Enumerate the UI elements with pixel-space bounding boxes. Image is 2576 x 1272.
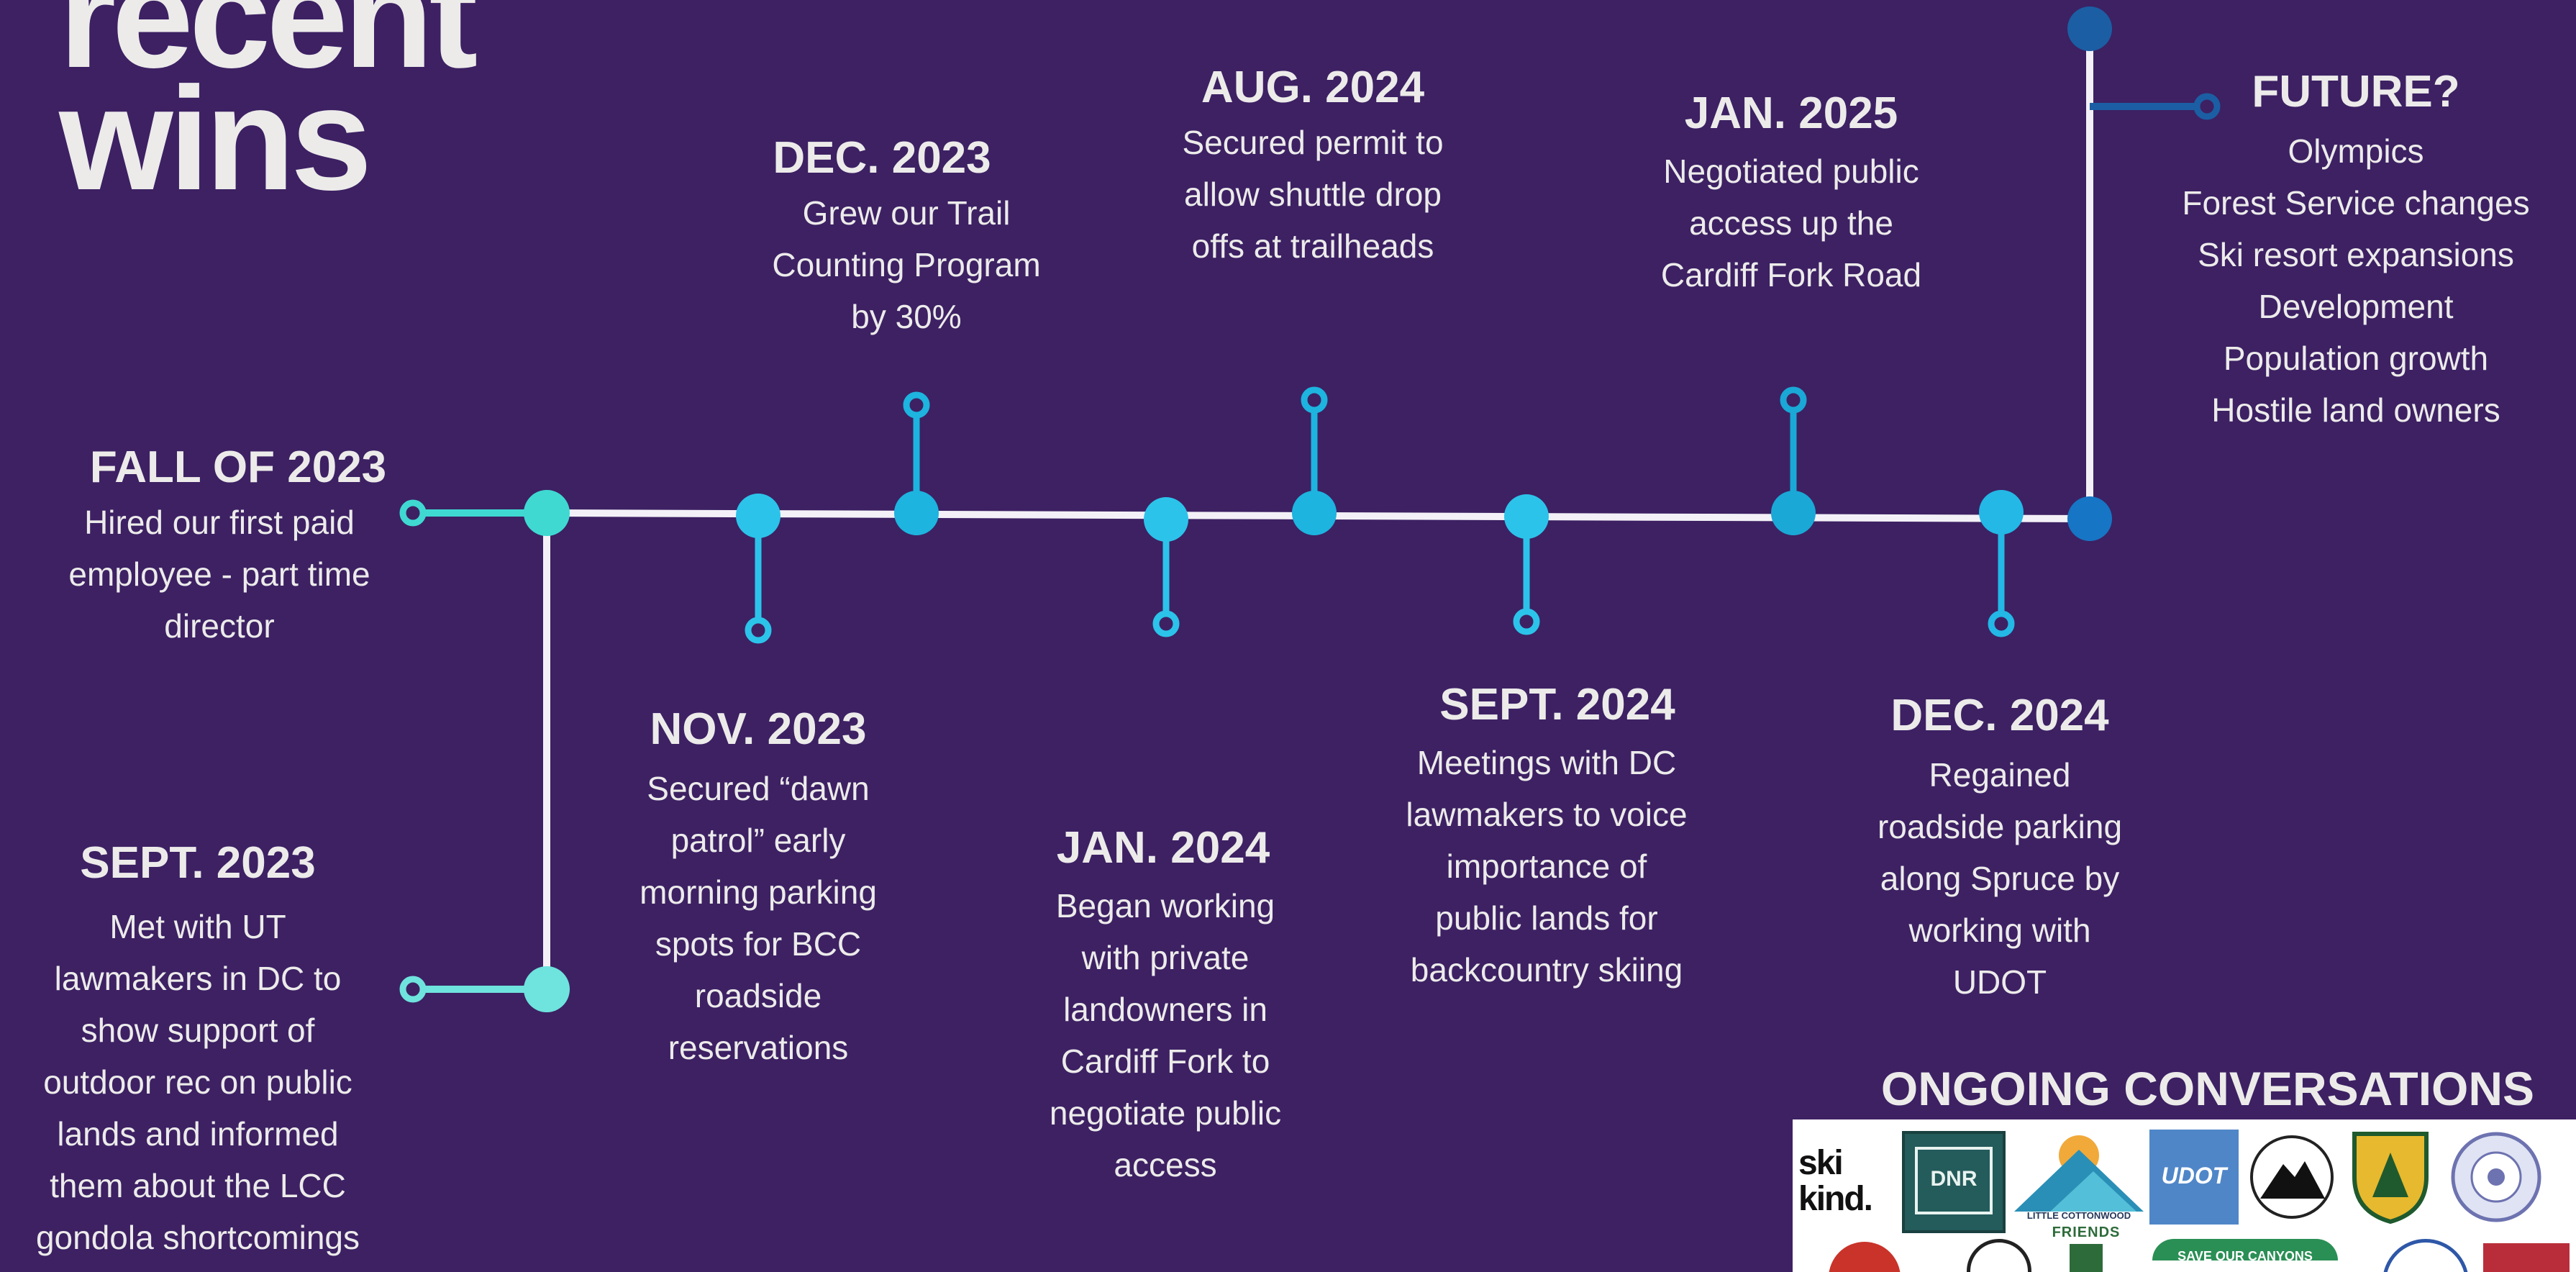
event-sept-2024: SEPT. 2024 Meetings with DC lawmakers to…	[1367, 676, 1726, 996]
event-dec-2023: DEC. 2023 Grew our Trail Counting Progra…	[734, 130, 1079, 342]
event-description: Secured “dawn patrol” early morning park…	[640, 770, 877, 1066]
partial-logo-red-circle	[1829, 1242, 1901, 1272]
event-date: FALL OF 2023	[89, 442, 387, 492]
future-item: Olympics	[2288, 132, 2424, 170]
title-line-1: recent	[59, 0, 478, 99]
marker-dec-2024	[1979, 490, 2024, 637]
event-jan-2024: JAN. 2024 Began working with private lan…	[1000, 819, 1331, 1191]
future-item: Development	[2258, 288, 2454, 325]
event-description: Negotiated public access up the Cardiff …	[1660, 153, 1922, 294]
udot-label: UDOT	[2161, 1163, 2227, 1189]
event-description: Hired our first paid employee - part tim…	[68, 504, 370, 645]
event-date: DEC. 2023	[773, 133, 991, 183]
event-date: DEC. 2024	[1890, 691, 2109, 740]
title-line-2: wins	[59, 57, 372, 221]
event-jan-2025: JAN. 2025 Negotiated public access up th…	[1611, 85, 1971, 301]
marker-aug-2024	[1292, 386, 1337, 535]
town-of-alta-logo	[2449, 1130, 2544, 1225]
ongoing-conversations-title: ONGOING CONVERSATIONS	[1880, 1062, 2535, 1115]
future-item: Ski resort expansions	[2198, 236, 2514, 273]
friends-label: FRIENDS	[2052, 1225, 2121, 1240]
page-title: recent wins	[59, 0, 478, 221]
event-dec-2024: DEC. 2024 Regained roadside parking alon…	[1842, 687, 2158, 1008]
save-our-canyons-label: SAVE OUR CANYONS	[2177, 1249, 2313, 1263]
event-description: Regained roadside parking along Spruce b…	[1877, 756, 2123, 1001]
event-date: JAN. 2025	[1684, 88, 1898, 138]
marker-sept-2023	[399, 966, 570, 1012]
event-date: AUG. 2024	[1201, 63, 1425, 112]
future-list: Olympics Forest Service changes Ski reso…	[2151, 125, 2561, 436]
event-description: Met with UT lawmakers in DC to show supp…	[35, 908, 360, 1256]
event-description: Meetings with DC lawmakers to voice impo…	[1406, 744, 1688, 989]
partner-logo-strip: ski kind. DNR LITTLE COTTONWOOD UDOT	[1793, 1119, 2576, 1272]
utah-dnr-logo: DNR	[1902, 1131, 2006, 1233]
event-description: Began working with private landowners in…	[1049, 887, 1282, 1184]
central-wasatch-mountain-icon	[2250, 1135, 2334, 1219]
friends-emblem	[2070, 1244, 2103, 1272]
future-item: Forest Service changes	[2182, 184, 2530, 222]
event-sept-2023: SEPT. 2023 Met with UT lawmakers in DC t…	[7, 835, 388, 1263]
event-aug-2024: AUG. 2024 Secured permit to allow shuttl…	[1137, 59, 1489, 272]
event-fall-2023: FALL OF 2023 Hired our first paid employ…	[32, 439, 406, 652]
dnr-emblem	[1915, 1147, 1993, 1214]
event-nov-2023: NOV. 2023 Secured “dawn patrol” early mo…	[586, 701, 931, 1073]
forest-service-shield-icon	[2352, 1132, 2429, 1225]
event-date: SEPT. 2023	[80, 838, 316, 888]
future-title: FUTURE?	[2252, 67, 2460, 117]
forest-service-logo	[2344, 1127, 2437, 1226]
friends-logo: FRIENDS	[2036, 1225, 2136, 1272]
little-cottonwood-label: LITTLE COTTONWOOD	[2026, 1210, 2131, 1221]
ski-kind-logo: ski kind.	[1798, 1144, 1873, 1218]
marker-future	[2067, 6, 2221, 541]
event-description: Grew our Trail Counting Program by 30%	[772, 194, 1041, 335]
marker-jan-2025	[1771, 386, 1816, 535]
marker-fall-2023	[399, 490, 570, 536]
future-section: FUTURE? Olympics Forest Service changes …	[2151, 63, 2561, 436]
little-cottonwood-logo: LITTLE COTTONWOOD	[2007, 1127, 2151, 1227]
future-item: Population growth	[2223, 340, 2489, 377]
partial-logo-circle	[1967, 1239, 2031, 1272]
save-our-canyons-logo: SAVE OUR CANYONS	[2152, 1239, 2338, 1272]
marker-dec-2023	[894, 391, 939, 535]
little-cottonwood-mountain-icon	[2014, 1135, 2144, 1212]
partial-logo-town-seal	[2382, 1239, 2469, 1272]
event-description: Secured permit to allow shuttle drop off…	[1182, 124, 1444, 265]
marker-sept-2024	[1504, 494, 1549, 635]
dnr-label: DNR	[1930, 1167, 1977, 1191]
town-of-alta-seal-icon	[2451, 1132, 2541, 1222]
marker-jan-2024	[1144, 497, 1188, 637]
event-date: NOV. 2023	[650, 704, 867, 754]
event-date: SEPT. 2024	[1439, 680, 1675, 730]
udot-logo: UDOT	[2149, 1130, 2239, 1225]
marker-nov-2023	[736, 494, 780, 644]
future-item: Hostile land owners	[2211, 391, 2500, 429]
event-date: JAN. 2024	[1056, 823, 1270, 873]
partial-logo-red-block	[2483, 1243, 2570, 1272]
save-our-canyons-mountain	[2152, 1239, 2338, 1260]
central-wasatch-logo	[2247, 1130, 2336, 1225]
